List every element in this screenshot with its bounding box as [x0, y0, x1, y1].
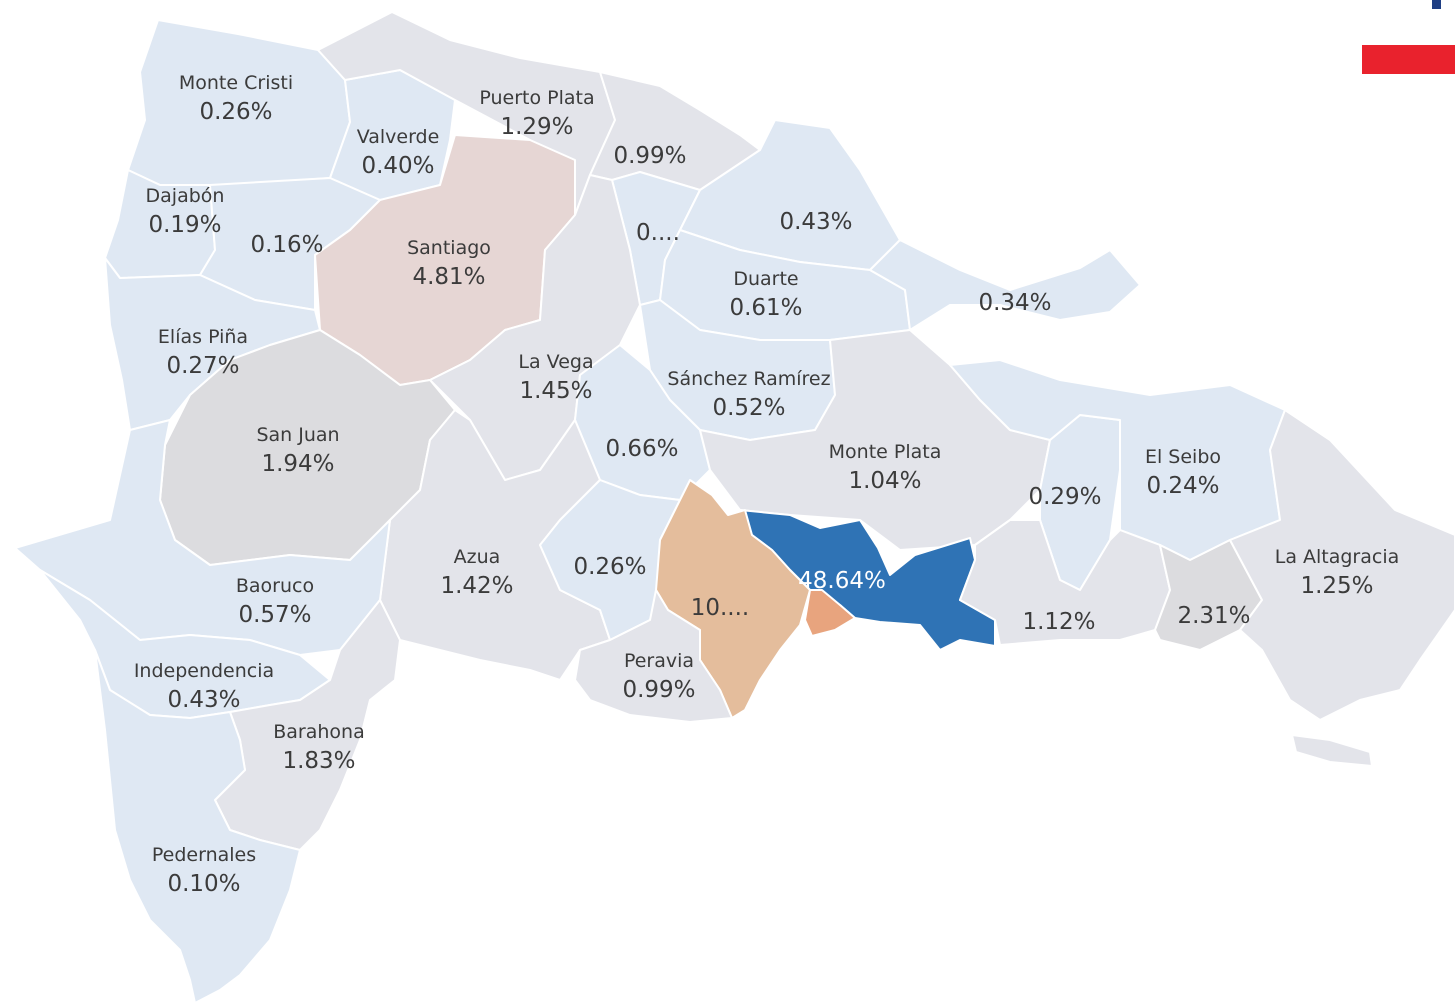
valverde-name-label: Valverde — [357, 126, 440, 148]
la-vega-value-label: 1.45% — [519, 378, 592, 404]
region-saona-island[interactable] — [1291, 734, 1373, 767]
san-pedro-de-macoris-value-label: 1.12% — [1022, 609, 1095, 635]
hato-mayor-value-label: 0.29% — [1028, 484, 1101, 510]
dajabon-value-label: 0.19% — [148, 212, 221, 238]
peravia-value-label: 0.99% — [622, 677, 695, 703]
la-altagracia-value-label: 1.25% — [1300, 573, 1373, 599]
san-juan-name-label: San Juan — [256, 424, 339, 446]
pedernales-value-label: 0.10% — [167, 871, 240, 897]
peravia-name-label: Peravia — [624, 650, 694, 672]
la-romana-value-label: 2.31% — [1177, 603, 1250, 629]
san-cristobal-value-label: 10.... — [691, 595, 750, 621]
elias-pina-name-label: Elías Piña — [158, 326, 248, 348]
samana-value-label: 0.34% — [978, 290, 1051, 316]
region-la-romana[interactable] — [1154, 539, 1263, 651]
flag-red-stripe — [1362, 45, 1455, 74]
monte-cristi-name-label: Monte Cristi — [179, 72, 293, 94]
dajabon-name-label: Dajabón — [146, 185, 225, 207]
barahona-value-label: 1.83% — [282, 748, 355, 774]
province-labels: Monte Cristi 0.26% Valverde 0.40% Puerto Pla… — [134, 72, 1399, 897]
puerto-plata-value-label: 1.29% — [500, 114, 573, 140]
santo-domingo-value-label: 48.64% — [798, 568, 886, 594]
azua-name-label: Azua — [454, 546, 501, 568]
monsenor-nouel-value-label: 0.66% — [605, 436, 678, 462]
hermanas-mirabal-value-label: 0.... — [636, 220, 680, 246]
independencia-value-label: 0.43% — [167, 687, 240, 713]
flag-blue-stripe — [1432, 0, 1441, 9]
sanchez-ramirez-name-label: Sánchez Ramírez — [667, 368, 830, 390]
santiago-value-label: 4.81% — [412, 264, 485, 290]
duarte-value-label: 0.61% — [729, 295, 802, 321]
el-seibo-value-label: 0.24% — [1146, 473, 1219, 499]
baoruco-name-label: Baoruco — [236, 575, 314, 597]
barahona-name-label: Barahona — [273, 721, 364, 743]
maria-trinidad-sanchez-value-label: 0.43% — [779, 209, 852, 235]
puerto-plata-name-label: Puerto Plata — [479, 87, 594, 109]
monte-cristi-value-label: 0.26% — [199, 99, 272, 125]
region-la-altagracia[interactable] — [1229, 409, 1455, 721]
province-shapes — [14, 11, 1455, 1004]
region-distrito-nacional[interactable] — [804, 589, 856, 637]
region-peravia[interactable] — [574, 589, 733, 723]
independencia-name-label: Independencia — [134, 660, 274, 682]
sanchez-ramirez-value-label: 0.52% — [712, 395, 785, 421]
elias-pina-value-label: 0.27% — [166, 353, 239, 379]
baoruco-value-label: 0.57% — [238, 602, 311, 628]
el-seibo-name-label: El Seibo — [1145, 446, 1221, 468]
san-jose-de-ocoa-value-label: 0.26% — [573, 554, 646, 580]
valverde-value-label: 0.40% — [361, 153, 434, 179]
region-santiago-rodriguez[interactable] — [199, 177, 381, 311]
santiago-rodriguez-value-label: 0.16% — [250, 232, 323, 258]
espaillat-value-label: 0.99% — [613, 143, 686, 169]
san-juan-value-label: 1.94% — [261, 451, 334, 477]
region-samana[interactable] — [869, 239, 1141, 331]
azua-value-label: 1.42% — [440, 573, 513, 599]
la-altagracia-name-label: La Altagracia — [1275, 546, 1400, 568]
region-pedernales[interactable] — [94, 649, 301, 1004]
la-vega-name-label: La Vega — [518, 351, 593, 373]
pedernales-name-label: Pedernales — [152, 844, 256, 866]
santiago-name-label: Santiago — [407, 237, 491, 259]
monte-plata-name-label: Monte Plata — [829, 441, 942, 463]
duarte-name-label: Duarte — [733, 268, 798, 290]
monte-plata-value-label: 1.04% — [848, 468, 921, 494]
